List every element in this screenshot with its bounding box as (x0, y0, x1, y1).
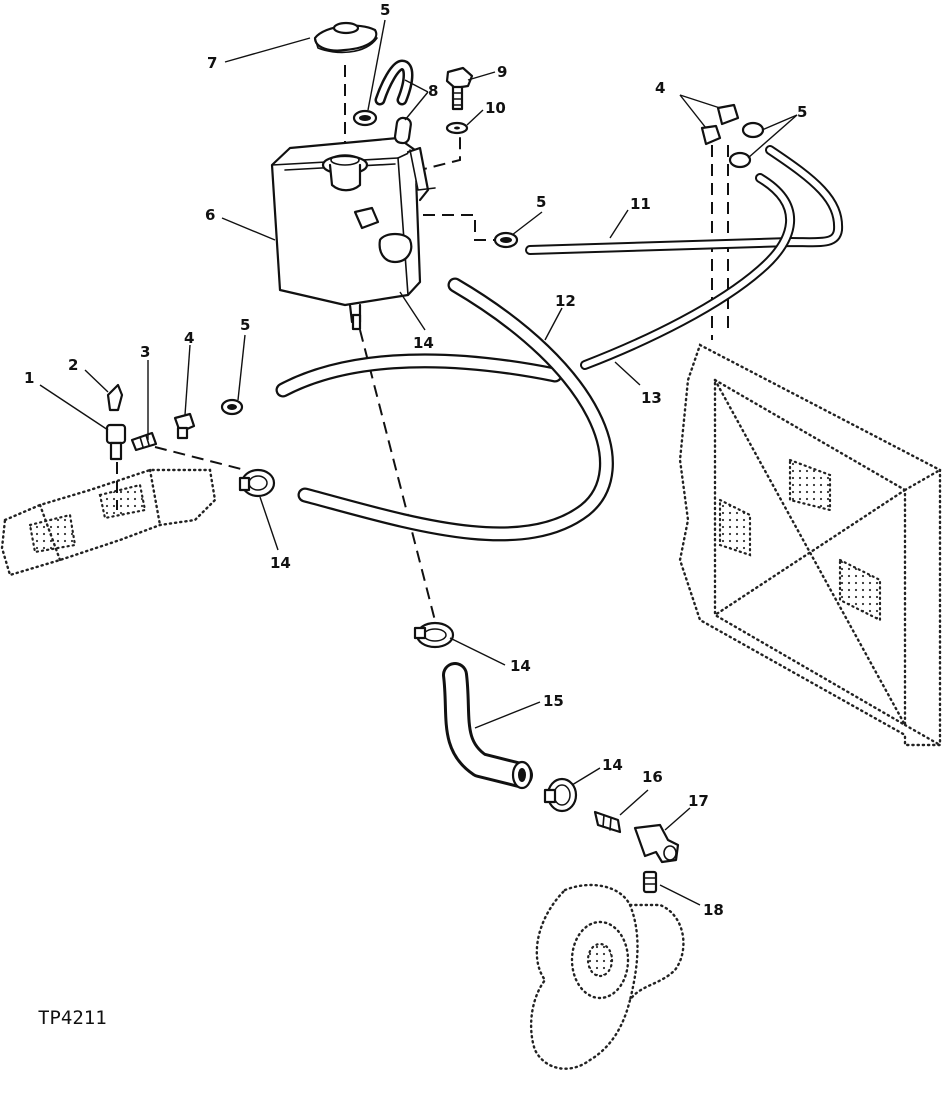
elbow-fitting-4-left (173, 412, 196, 440)
hose-11 (525, 145, 844, 255)
hose-clamp-14-lower (543, 777, 578, 813)
assembly-lines (116, 65, 729, 641)
overflow-tube (374, 59, 414, 145)
hose-clamp-14-left (238, 468, 276, 498)
bleed-valve (106, 383, 124, 412)
radiator-outline (678, 343, 942, 747)
callout-14-upper: 14 (510, 657, 531, 675)
leader-lines (39, 19, 798, 906)
hose-clamp-5-tank (352, 109, 378, 127)
callout-5-top: 5 (380, 1, 390, 19)
callout-11: 11 (630, 195, 651, 213)
nipple-fitting (130, 431, 158, 452)
pump-plug (642, 870, 658, 894)
callout-8: 8 (428, 82, 438, 100)
callout-4-left: 4 (184, 329, 194, 347)
hose-12 (275, 277, 614, 542)
callout-5-mid: 5 (536, 193, 546, 211)
hose-15 (442, 662, 533, 790)
bolt (445, 66, 474, 111)
callout-6: 6 (205, 206, 215, 224)
callout-3: 3 (140, 343, 150, 361)
hose-clamp-5-left (220, 398, 244, 416)
callout-1: 1 (24, 369, 34, 387)
callout-18: 18 (703, 901, 724, 919)
radiator-cap (313, 21, 378, 54)
callout-14-tank: 14 (413, 334, 434, 352)
callout-14-lower: 14 (602, 756, 623, 774)
callout-5-left: 5 (240, 316, 250, 334)
hose-clamp-5-right (728, 121, 765, 169)
tee-fitting (105, 423, 127, 461)
callout-13: 13 (641, 389, 662, 407)
callout-labels: 1 2 3 4 4 5 5 5 5 6 7 8 9 10 11 12 13 14… (24, 1, 807, 919)
washer (445, 121, 469, 135)
callout-12: 12 (555, 292, 576, 310)
callout-14-left: 14 (270, 554, 291, 572)
callout-9: 9 (497, 63, 507, 81)
hose-13 (580, 173, 795, 370)
callout-5-right: 5 (797, 103, 807, 121)
hose-clamp-5-mid (493, 231, 519, 249)
callout-17: 17 (688, 792, 709, 810)
callout-7: 7 (207, 54, 217, 72)
callout-16: 16 (642, 768, 663, 786)
figure-code: TP4211 (38, 1007, 107, 1029)
elbow-fitting-4-right (700, 103, 740, 146)
engine-head-outline (0, 468, 217, 577)
callout-10: 10 (485, 99, 506, 117)
water-pump-outline (529, 883, 685, 1070)
callout-4-right: 4 (655, 79, 665, 97)
callout-2: 2 (68, 356, 78, 374)
hose-clamp-14-upper (413, 621, 455, 649)
pump-tee-fitting (633, 823, 680, 864)
pump-nipple-fitting (593, 810, 622, 834)
callout-15: 15 (543, 692, 564, 710)
coolant-reservoir-tank (270, 136, 436, 331)
